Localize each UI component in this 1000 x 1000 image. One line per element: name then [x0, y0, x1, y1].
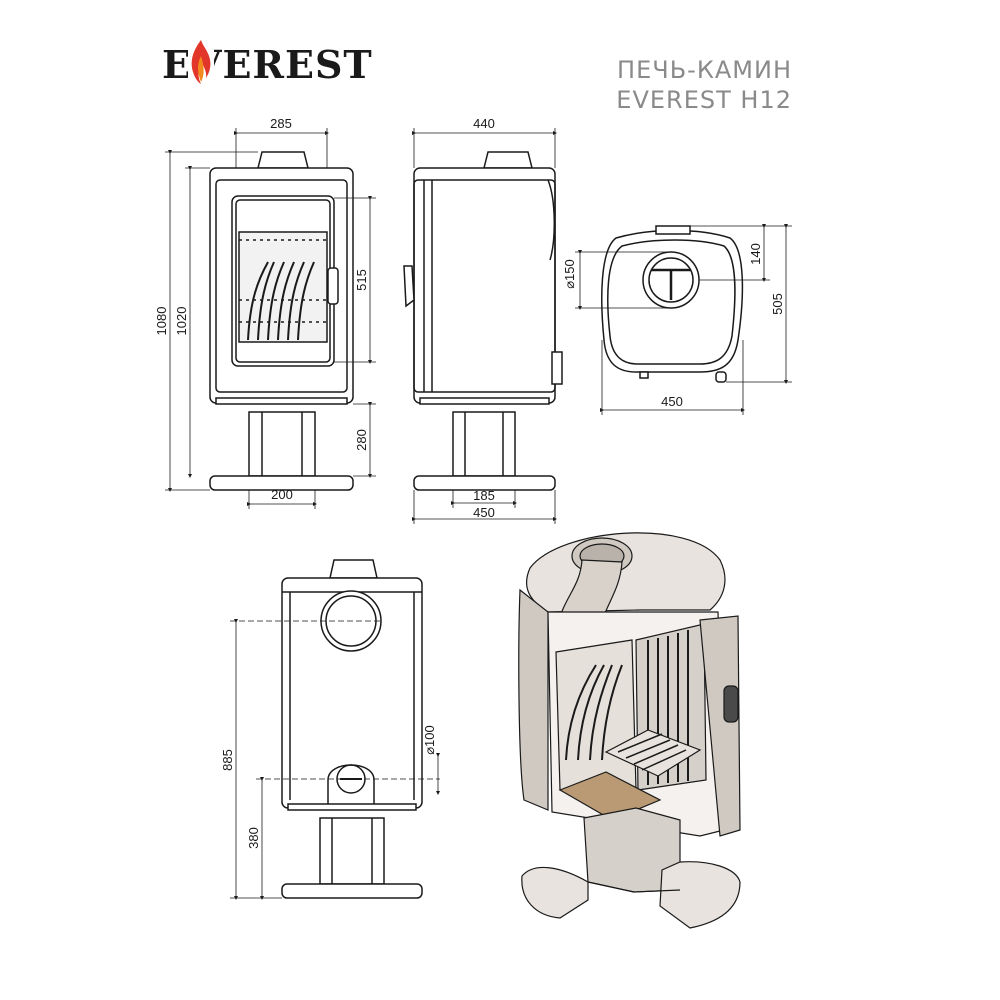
- front-base: [209, 475, 354, 491]
- dim-rear-flue-height: 885: [220, 749, 235, 771]
- side-base: [413, 475, 556, 491]
- dim-top-flue-offset: 140: [748, 243, 763, 265]
- dim-front-height-total: 1080: [154, 307, 169, 336]
- cutaway-view: [518, 532, 741, 929]
- front-view: [209, 151, 354, 491]
- dim-top-flue-diameter: ⌀150: [562, 259, 577, 289]
- rear-base: [281, 883, 423, 899]
- product-title: ПЕЧЬ-КАМИН EVEREST H12: [616, 55, 792, 115]
- front-pedestal: [248, 411, 316, 477]
- dim-side-base-width: 450: [473, 505, 495, 520]
- dim-top-width: 450: [661, 394, 683, 409]
- cutaway-grate: [604, 729, 702, 777]
- title-line-2: EVEREST H12: [616, 86, 792, 114]
- dim-rear-air-height: 380: [246, 827, 261, 849]
- title-line-1: ПЕЧЬ-КАМИН: [617, 56, 792, 84]
- top-view: [601, 225, 744, 383]
- dim-front-top-width: 285: [270, 116, 292, 131]
- flame-icon: [188, 40, 214, 84]
- side-pedestal: [452, 411, 516, 477]
- cutaway-base: [521, 866, 589, 919]
- dim-front-door-height: 515: [354, 269, 369, 291]
- front-door-handle: [327, 267, 339, 305]
- cutaway-left-wall: [518, 588, 549, 811]
- cutaway-handle: [723, 685, 739, 723]
- rear-view: [281, 559, 423, 899]
- dim-front-pedestal-width: 200: [271, 487, 293, 502]
- side-flue-collar: [483, 151, 533, 169]
- front-flue-collar: [257, 151, 309, 169]
- brand-logo: EVEREST: [162, 40, 372, 92]
- rear-pedestal: [319, 817, 385, 885]
- side-handle: [403, 265, 415, 308]
- rear-air-inlet: [327, 764, 375, 806]
- front-glass: [238, 231, 328, 343]
- side-body: [413, 167, 556, 404]
- dim-side-depth: 440: [473, 116, 495, 131]
- side-view: [403, 151, 563, 491]
- dim-side-pedestal-width: 185: [473, 488, 495, 503]
- dim-top-depth: 505: [770, 293, 785, 315]
- dim-front-height-body: 1020: [174, 307, 189, 336]
- dim-rear-air-diameter: ⌀100: [422, 725, 437, 755]
- dim-front-pedestal-height: 280: [354, 429, 369, 451]
- rear-flue-collar: [329, 559, 378, 579]
